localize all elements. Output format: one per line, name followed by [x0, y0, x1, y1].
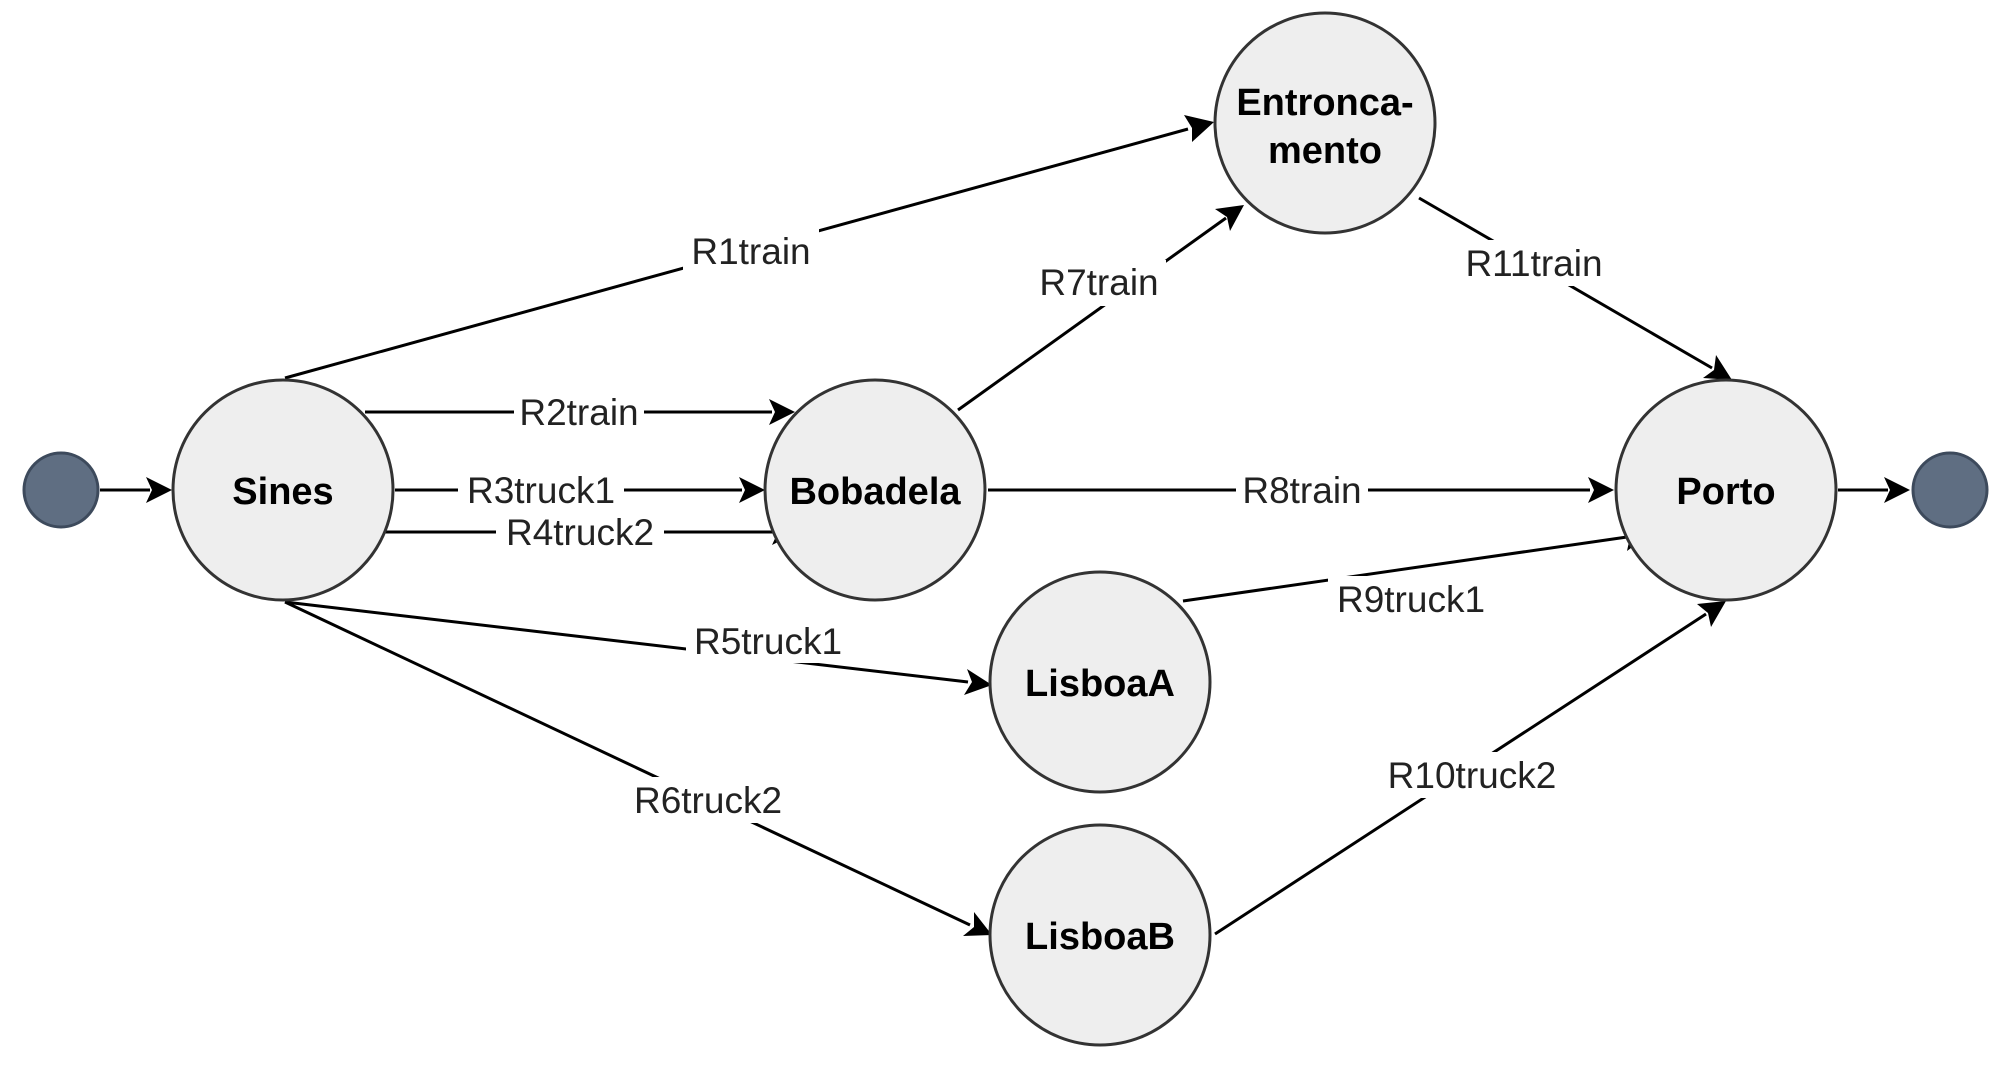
- node-lisboaA: LisboaA: [988, 570, 1212, 794]
- edge-porto-end: [1838, 477, 1910, 503]
- node-lisboaB: LisboaB: [988, 823, 1212, 1047]
- edge-r5truck1: R5truck1: [284, 600, 992, 695]
- edge-start-sines: [100, 477, 172, 503]
- edge-label-r10truck2: R10truck2: [1388, 755, 1557, 796]
- node-sines: Sines: [171, 378, 395, 602]
- edge-r4truck2: R4truck2: [365, 510, 798, 554]
- edge-label-r8train: R8train: [1242, 470, 1361, 511]
- start-terminal: [22, 451, 100, 529]
- edge-label-r7train: R7train: [1039, 262, 1158, 303]
- edge-label-r2train: R2train: [519, 392, 638, 433]
- edge-label-r3truck1: R3truck1: [467, 470, 615, 511]
- edge-label-r1train: R1train: [691, 231, 810, 272]
- node-label-sines: Sines: [232, 471, 333, 513]
- edge-label-r11train: R11train: [1465, 243, 1602, 284]
- node-label-entroncamento-line1: Entronca-: [1236, 82, 1413, 124]
- node-label-lisboaA: LisboaA: [1025, 663, 1175, 705]
- node-entroncamento: Entronca- mento: [1213, 11, 1437, 235]
- edge-label-r9truck1: R9truck1: [1337, 579, 1485, 620]
- edge-r11train: R11train: [1418, 196, 1732, 380]
- node-label-porto: Porto: [1676, 471, 1775, 513]
- edge-r1train: R1train: [284, 115, 1214, 380]
- edge-r3truck1: R3truck1: [395, 468, 765, 512]
- node-porto: Porto: [1614, 378, 1838, 602]
- edge-r9truck1: R9truck1: [1182, 524, 1651, 622]
- edge-r7train: R7train: [957, 205, 1244, 412]
- end-terminal: [1911, 451, 1989, 529]
- edge-r6truck2: R6truck2: [284, 600, 992, 936]
- edge-label-r4truck2: R4truck2: [506, 512, 654, 553]
- node-bobadela: Bobadela: [763, 378, 987, 602]
- edge-r2train: R2train: [365, 390, 795, 434]
- node-label-lisboaB: LisboaB: [1025, 916, 1175, 958]
- edge-r8train: R8train: [988, 468, 1614, 512]
- node-label-entroncamento-line2: mento: [1268, 130, 1382, 172]
- edge-label-r6truck2: R6truck2: [634, 780, 782, 821]
- edge-r10truck2: R10truck2: [1214, 601, 1726, 936]
- node-label-bobadela: Bobadela: [789, 471, 961, 513]
- edge-label-r5truck1: R5truck1: [694, 621, 842, 662]
